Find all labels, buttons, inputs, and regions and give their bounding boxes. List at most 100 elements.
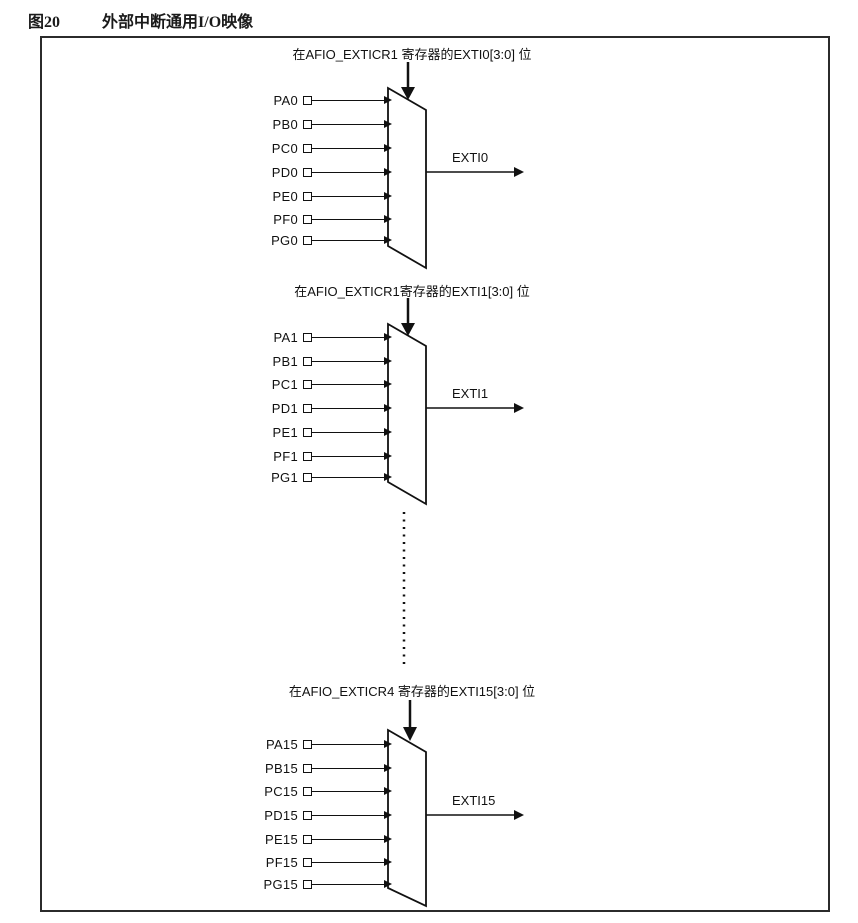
pin-wire xyxy=(312,99,384,101)
pin-arrowhead-icon xyxy=(384,215,392,223)
pin-pad-square xyxy=(303,739,312,749)
pin-arrowhead-icon xyxy=(384,404,392,412)
pin-pad-square xyxy=(303,191,312,201)
pin-row: PA15 xyxy=(248,736,392,752)
mux-shape xyxy=(387,86,427,270)
pin-row: PA1 xyxy=(248,329,392,345)
pin-wire xyxy=(312,883,384,885)
pin-row: PC1 xyxy=(248,376,392,392)
pin-label: PD15 xyxy=(264,807,298,823)
pin-label: PC0 xyxy=(271,140,298,156)
pin-label: PG0 xyxy=(271,232,298,248)
pin-pad-square xyxy=(303,214,312,224)
pin-label: PA1 xyxy=(273,329,298,345)
pin-label: PB1 xyxy=(272,353,298,369)
pin-arrowhead-icon xyxy=(384,144,392,152)
pin-pad-square xyxy=(303,472,312,482)
pin-wire xyxy=(312,147,384,149)
pin-row: PE15 xyxy=(248,831,392,847)
pin-label: PC1 xyxy=(271,376,298,392)
select-arrow-head-icon xyxy=(401,87,415,100)
pin-pad-square xyxy=(303,332,312,342)
pin-label: PB15 xyxy=(264,760,298,776)
pin-pad-square xyxy=(303,379,312,389)
pin-pad-square xyxy=(303,403,312,413)
pin-arrowhead-icon xyxy=(384,428,392,436)
pin-pad-square xyxy=(303,143,312,153)
pin-wire xyxy=(312,476,384,478)
pin-arrowhead-icon xyxy=(384,168,392,176)
pin-arrowhead-icon xyxy=(384,192,392,200)
pin-arrowhead-icon xyxy=(384,858,392,866)
pin-wire xyxy=(312,455,384,457)
pin-row: PG15 xyxy=(248,876,392,892)
pin-label: PB0 xyxy=(272,116,298,132)
pin-row: PC0 xyxy=(248,140,392,156)
pin-arrowhead-icon xyxy=(384,120,392,128)
pin-row: PD1 xyxy=(248,400,392,416)
pin-wire xyxy=(312,218,384,220)
pin-arrowhead-icon xyxy=(384,236,392,244)
pin-wire xyxy=(312,790,384,792)
select-arrow-head-icon xyxy=(401,323,415,336)
pin-row: PF0 xyxy=(248,211,392,227)
pin-pad-square xyxy=(303,451,312,461)
pin-label: PD1 xyxy=(271,400,298,416)
pin-pad-square xyxy=(303,95,312,105)
pin-label: PE15 xyxy=(264,831,298,847)
pin-pad-square xyxy=(303,167,312,177)
pin-row: PE0 xyxy=(248,188,392,204)
pin-row: PF15 xyxy=(248,854,392,870)
pin-label: PG1 xyxy=(271,469,298,485)
output-arrowhead-icon xyxy=(514,403,524,413)
pin-arrowhead-icon xyxy=(384,452,392,460)
pin-arrowhead-icon xyxy=(384,835,392,843)
pin-wire xyxy=(312,383,384,385)
pin-row: PG1 xyxy=(248,469,392,485)
pin-arrowhead-icon xyxy=(384,96,392,104)
figure-caption: 图20 外部中断通用I/O映像 xyxy=(28,8,253,32)
pin-arrowhead-icon xyxy=(384,473,392,481)
pin-arrowhead-icon xyxy=(384,333,392,341)
output-label: EXTI1 xyxy=(452,386,489,401)
figure-number: 图20 xyxy=(28,14,61,31)
output-arrowhead-icon xyxy=(514,167,524,177)
pin-pad-square xyxy=(303,857,312,867)
pin-wire xyxy=(312,814,384,816)
output-arrowhead-icon xyxy=(514,810,524,820)
pin-label: PF1 xyxy=(273,448,298,464)
output-label: EXTI15 xyxy=(452,793,496,808)
pin-wire xyxy=(312,336,384,338)
select-arrow-head-icon xyxy=(403,727,417,741)
pin-pad-square xyxy=(303,834,312,844)
pin-arrowhead-icon xyxy=(384,764,392,772)
pin-arrowhead-icon xyxy=(384,880,392,888)
pin-pad-square xyxy=(303,763,312,773)
pin-label: PA0 xyxy=(273,92,298,108)
pin-wire xyxy=(312,838,384,840)
pin-wire xyxy=(312,195,384,197)
pin-label: PD0 xyxy=(271,164,298,180)
pin-row: PB15 xyxy=(248,760,392,776)
mux-shape xyxy=(387,728,427,908)
pin-row: PF1 xyxy=(248,448,392,464)
pin-arrowhead-icon xyxy=(384,740,392,748)
pin-wire xyxy=(312,431,384,433)
pin-label: PF15 xyxy=(265,854,298,870)
output-label: EXTI0 xyxy=(452,150,489,165)
pin-pad-square xyxy=(303,235,312,245)
pin-wire xyxy=(312,239,384,241)
pin-pad-square xyxy=(303,119,312,129)
pin-wire xyxy=(312,767,384,769)
pin-row: PE1 xyxy=(248,424,392,440)
pin-arrowhead-icon xyxy=(384,357,392,365)
pin-row: PB1 xyxy=(248,353,392,369)
pin-row: PG0 xyxy=(248,232,392,248)
diagram-frame xyxy=(40,36,830,912)
pin-label: PG15 xyxy=(263,876,298,892)
pin-label: PE0 xyxy=(272,188,298,204)
pin-row: PB0 xyxy=(248,116,392,132)
pin-row: PD0 xyxy=(248,164,392,180)
control-register-label: 在AFIO_EXTICR4 寄存器的EXTI15[3:0] 位 xyxy=(288,684,536,699)
